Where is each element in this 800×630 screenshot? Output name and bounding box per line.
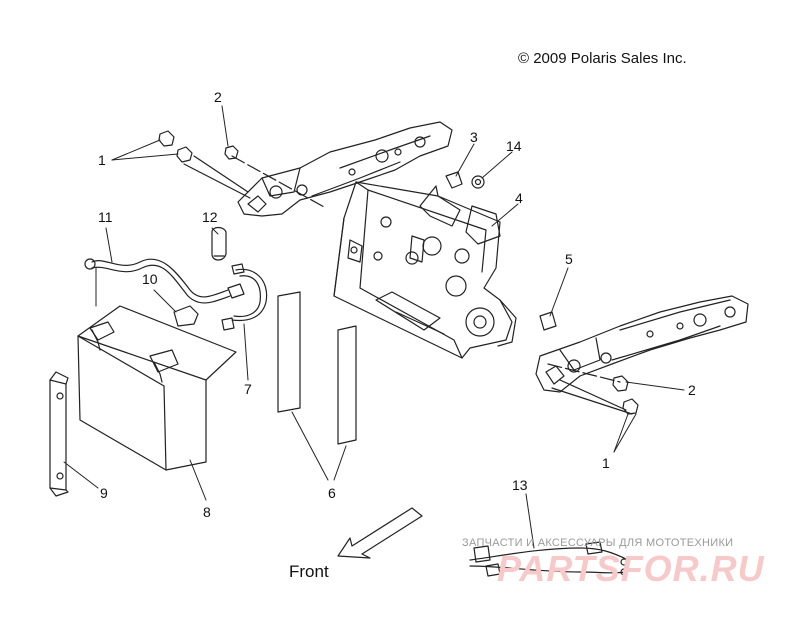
callout-2: 2 <box>214 89 222 105</box>
clip-icon <box>445 171 463 189</box>
bolt-icon <box>612 375 639 415</box>
frame-rail-upper <box>237 121 453 217</box>
watermark-tagline: ЗАПЧАСТИ И АКСЕССУАРЫ ДЛЯ МОТОТЕХНИКИ <box>462 537 734 549</box>
battery-cable <box>84 258 245 304</box>
wiring-harness <box>469 541 629 577</box>
front-label: Front <box>289 562 329 581</box>
callout-10: 10 <box>142 271 158 287</box>
battery <box>77 305 237 471</box>
terminal-cover <box>173 305 199 327</box>
callout-12: 12 <box>202 209 218 225</box>
front-arrow <box>337 507 423 559</box>
bolt-shafts-upper <box>183 155 327 209</box>
callout-3: 3 <box>470 129 478 145</box>
callout-11: 11 <box>98 209 113 225</box>
callout-9: 9 <box>100 485 108 501</box>
ground-cable <box>221 263 268 331</box>
callout-4: 4 <box>515 190 523 206</box>
watermark-logo: PARTSFOR.RU <box>497 548 765 589</box>
callout-2-lower: 2 <box>688 382 696 398</box>
nut-icon <box>471 175 485 189</box>
bolt-shafts-lower <box>547 363 633 415</box>
callout-5: 5 <box>565 251 573 267</box>
battery-strap <box>49 371 69 497</box>
callout-8: 8 <box>203 504 211 520</box>
callout-6: 6 <box>328 485 336 501</box>
callout-14: 14 <box>506 138 522 154</box>
callout-13: 13 <box>512 477 528 493</box>
callout-1-lower: 1 <box>602 455 610 471</box>
callout-1: 1 <box>98 152 106 168</box>
copyright-text: © 2009 Polaris Sales Inc. <box>518 50 687 67</box>
clip-icon <box>539 311 557 331</box>
frame-rail-lower <box>535 295 749 393</box>
leader-lines <box>63 105 685 549</box>
pad <box>277 291 357 445</box>
callout-7: 7 <box>244 381 252 397</box>
bolt-icon <box>224 145 239 160</box>
bolt-icon <box>158 130 193 163</box>
battery-box <box>333 181 517 359</box>
terminal-cap <box>211 226 227 261</box>
